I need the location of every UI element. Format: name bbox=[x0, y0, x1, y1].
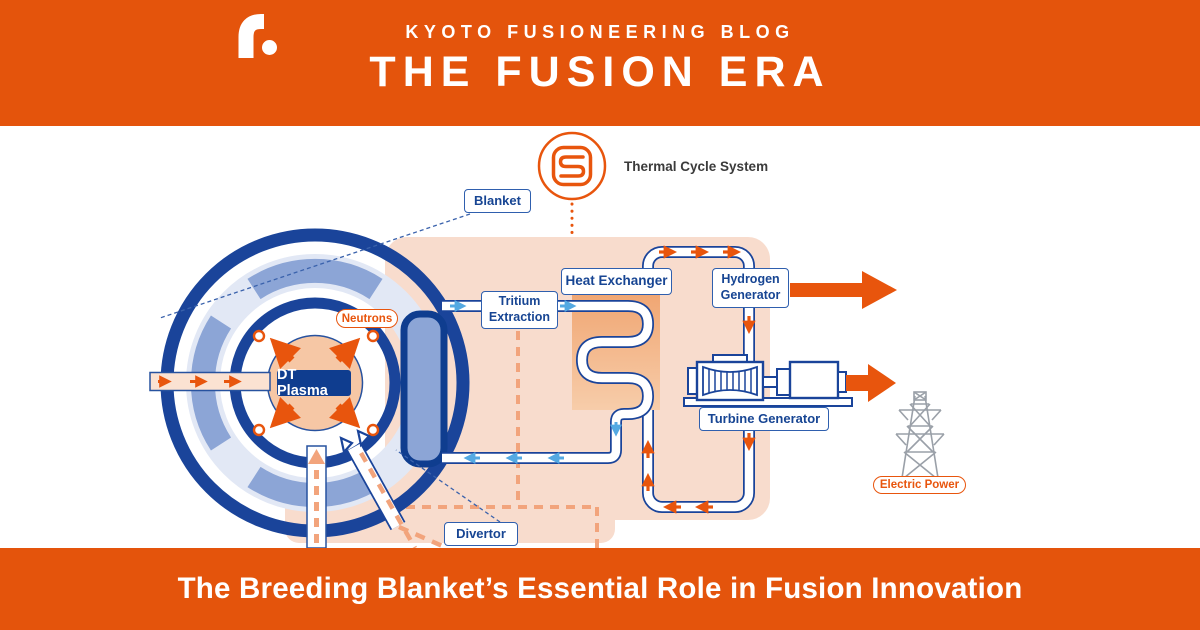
fuel-inlet-pipe bbox=[149, 371, 271, 392]
blanket-coolant-pipe bbox=[442, 300, 654, 464]
divertor-label: Divertor bbox=[444, 522, 518, 546]
neutron-endpoints bbox=[252, 329, 380, 437]
bottom-banner: The Breeding Blanket’s Essential Role in… bbox=[0, 548, 1200, 630]
divertor-flow-chevrons bbox=[339, 429, 371, 455]
kyoto-fusioneering-logo-icon bbox=[238, 14, 277, 58]
divertor-pipe bbox=[339, 429, 448, 551]
neutron-arrows bbox=[269, 337, 361, 429]
coolant-flow-arrows bbox=[450, 300, 622, 464]
blog-kicker: KYOTO FUSIONEERING BLOG bbox=[405, 22, 795, 42]
top-banner: KYOTO FUSIONEERING BLOG THE FUSION ERA bbox=[0, 0, 1200, 126]
dt-plasma-badge: DT Plasma bbox=[277, 367, 351, 399]
bottom-fuelling-pipe bbox=[306, 445, 327, 549]
tritium-route-dashed-lines bbox=[406, 331, 599, 548]
tritium-extraction-label: Tritium Extraction bbox=[481, 291, 558, 329]
hydrogen-output-arrow bbox=[790, 271, 897, 309]
turbine-generator-label: Turbine Generator bbox=[699, 407, 829, 431]
turbine-generator-icon bbox=[683, 354, 853, 407]
thermal-cycle-system-icon bbox=[537, 131, 607, 201]
blanket-label: Blanket bbox=[464, 189, 531, 213]
hydrogen-generator-label: Hydrogen Generator bbox=[712, 268, 789, 308]
thermal-cycle-system-label: Thermal Cycle System bbox=[624, 159, 769, 174]
page-title: THE FUSION ERA bbox=[369, 48, 831, 96]
neutrons-label: Neutrons bbox=[336, 309, 398, 328]
electric-power-label: Electric Power bbox=[873, 476, 966, 494]
power-cycle-flow-arrows bbox=[641, 245, 756, 514]
transmission-tower-icon bbox=[895, 391, 945, 479]
label-leader-lines bbox=[159, 213, 501, 523]
article-headline: The Breeding Blanket’s Essential Role in… bbox=[177, 572, 1023, 605]
breeding-blanket-module bbox=[400, 310, 448, 468]
heat-exchanger-label: Heat Exchanger bbox=[561, 268, 672, 295]
electricity-output-arrow bbox=[846, 364, 896, 402]
